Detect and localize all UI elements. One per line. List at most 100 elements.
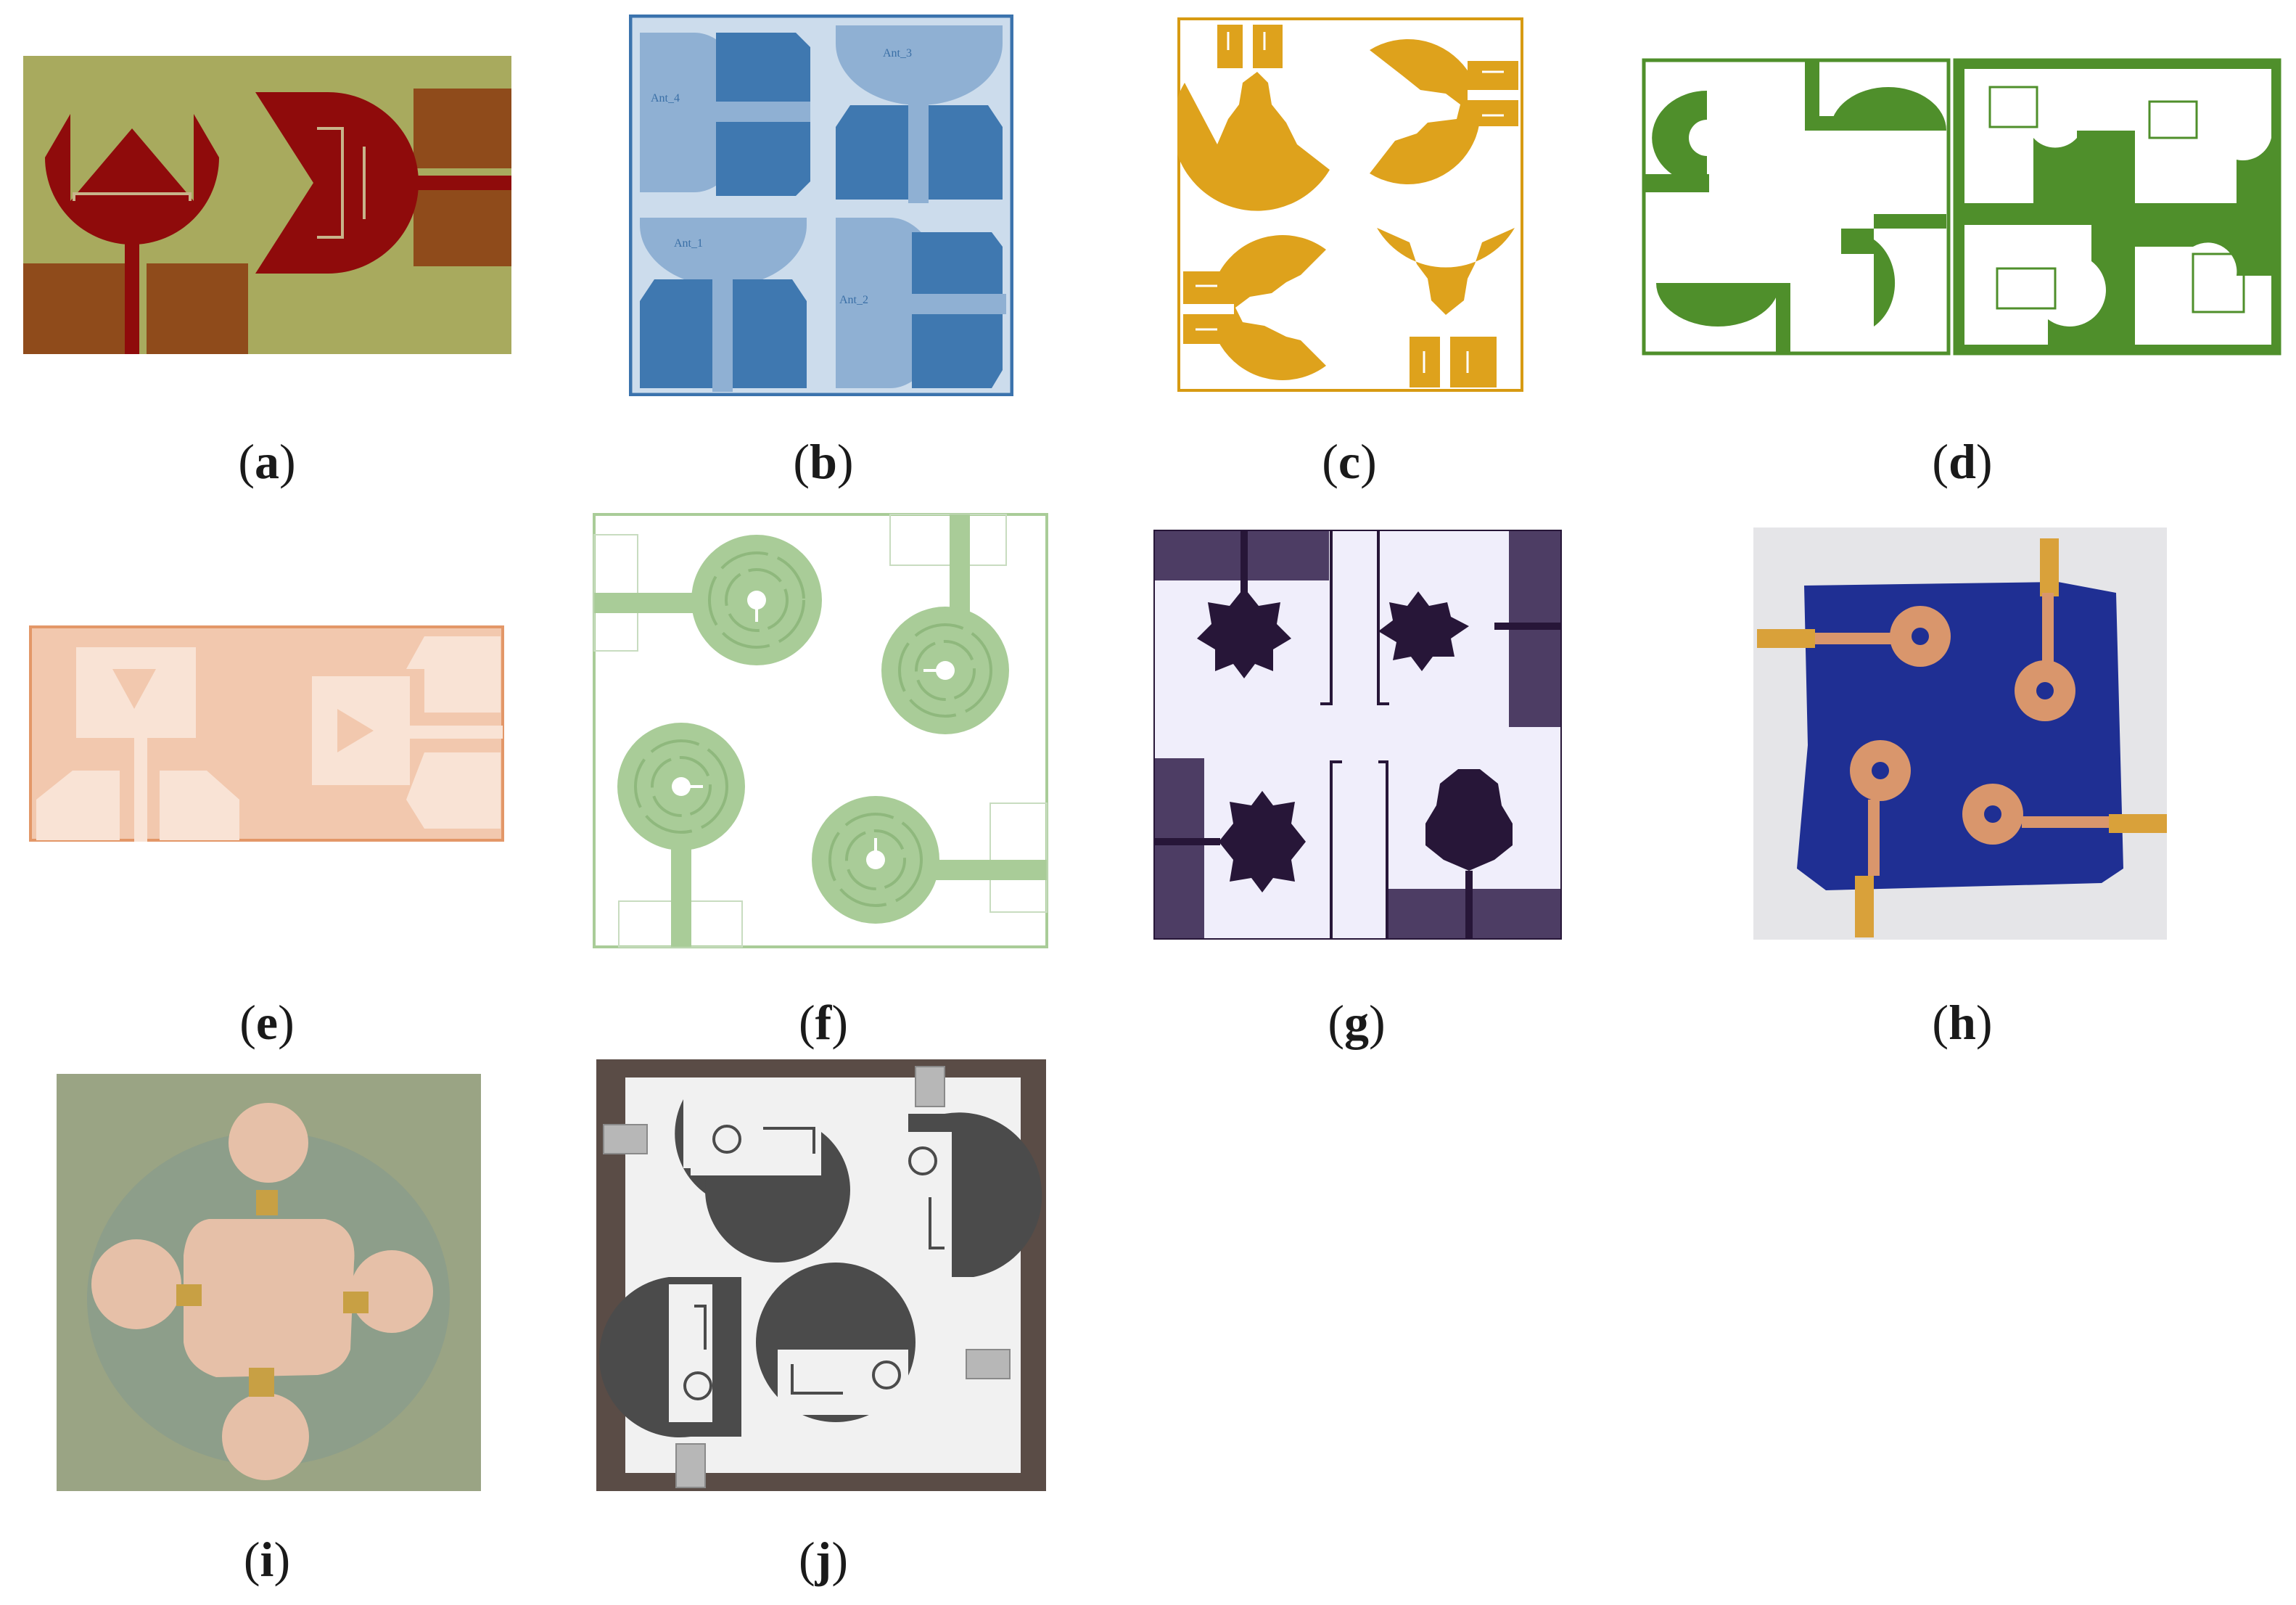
ground-cutout-4 <box>2135 242 2271 345</box>
panel-g <box>1153 530 1562 940</box>
antenna-layout-e <box>29 625 504 842</box>
label-ant-3: Ant_3 <box>883 47 912 59</box>
panel-i <box>57 1074 481 1491</box>
substrate <box>1153 530 1562 940</box>
ground-e-left-2 <box>160 771 239 840</box>
caption-i: (i) <box>243 1532 291 1587</box>
caption-letter: h <box>1949 995 1976 1050</box>
fabricated-prototype-h <box>1753 528 2167 940</box>
ground-ant-1 <box>640 279 807 388</box>
label-ant-4: Ant_4 <box>651 92 680 104</box>
caption-letter: i <box>260 1532 274 1587</box>
panel-f <box>593 513 1048 948</box>
antenna-layout-a <box>23 56 511 354</box>
caption-letter: f <box>815 995 832 1050</box>
feed-ant-2 <box>890 294 1006 314</box>
ground-g-4 <box>1387 889 1560 938</box>
antenna-layout-d <box>1642 58 2281 356</box>
element-top-left <box>1177 25 1330 211</box>
slot-ring-3 <box>1996 267 2057 310</box>
spiral-element-2 <box>881 607 1009 734</box>
caption-letter: e <box>255 995 279 1050</box>
panel-j <box>596 1059 1046 1491</box>
antenna-layout-f <box>593 513 1048 948</box>
ground-e-left-1 <box>36 771 120 840</box>
radiator-left <box>45 114 219 245</box>
flower-radiator-3 <box>1219 791 1306 892</box>
slot-ring-1 <box>1988 86 2038 128</box>
copper-element-slots <box>1872 628 2054 823</box>
element-d-3 <box>1874 239 1896 327</box>
element-d-4 <box>1656 283 1779 327</box>
slot-left <box>73 192 192 201</box>
caption-a: (a) <box>238 434 296 489</box>
caption-e: (e) <box>239 995 295 1050</box>
panel-a <box>23 56 511 354</box>
ground-e-right-2 <box>406 752 501 829</box>
triangle-slot-right <box>337 709 374 752</box>
spiral-element-4 <box>812 796 939 924</box>
caption-letter: b <box>810 434 837 489</box>
feed-e-left <box>134 734 147 842</box>
panel-h <box>1753 528 2167 940</box>
textile-substrate <box>1797 582 2123 890</box>
feed-line-right <box>400 176 511 190</box>
triangle-slot-left <box>112 669 156 709</box>
element-d-1 <box>1652 91 1707 185</box>
sma-connector-left <box>1757 629 1815 648</box>
caption-letter: c <box>1338 434 1361 489</box>
feed-g-2 <box>1494 623 1560 630</box>
label-ant-1: Ant_1 <box>674 237 703 250</box>
caption-letter: g <box>1344 995 1369 1050</box>
antenna-layout-b: Ant_4 Ant_3 Ant_1 Ant_2 <box>629 15 1013 396</box>
ground-ant-2 <box>912 232 1003 388</box>
patch-ant-1 <box>640 218 807 287</box>
spiral-element-3 <box>617 723 745 850</box>
ground-plane-top <box>413 89 511 168</box>
flower-radiator-4 <box>1425 769 1513 871</box>
sma-connector-top <box>2040 538 2059 596</box>
antenna-layout-g <box>1153 530 1562 940</box>
ground-ant-3 <box>836 105 1003 200</box>
panel-e <box>29 625 504 842</box>
flower-radiator-2 <box>1378 591 1469 671</box>
feed-d-3-line <box>1874 214 1946 229</box>
slot-ring-2 <box>2148 100 2198 139</box>
caption-f: (f) <box>799 995 848 1050</box>
element-d-2 <box>1830 87 1946 131</box>
element-bottom-left <box>1183 235 1326 380</box>
sma-connectors <box>603 1066 1011 1488</box>
ground-g-3 <box>1155 758 1204 938</box>
feed-d-1 <box>1644 174 1709 192</box>
patch-ant-3 <box>836 25 1003 105</box>
sma-connector-right <box>2109 814 2167 833</box>
ground-plane-right <box>147 263 248 354</box>
feed-g-3 <box>1155 838 1220 845</box>
slot-right <box>317 127 344 239</box>
ground-e-right-1 <box>406 636 501 713</box>
ground-ant-4 <box>716 33 810 196</box>
panel-d <box>1642 58 2281 356</box>
sma-connector-bottom <box>1855 876 1874 937</box>
copper-radiators <box>91 1103 433 1480</box>
fabricated-prototype-j <box>596 1059 1046 1491</box>
feed-g-1 <box>1240 531 1248 604</box>
radiator-right <box>255 92 419 274</box>
caption-b: (b) <box>793 434 854 489</box>
element-bottom-right <box>1377 228 1515 387</box>
board-partitions <box>1320 531 1389 938</box>
feed-f-1 <box>594 593 710 613</box>
slot-rings <box>683 1125 945 1400</box>
caption-letter: d <box>1949 434 1976 489</box>
feed-d-3 <box>1841 214 1874 254</box>
feed-line-left <box>125 237 139 354</box>
panel-b: Ant_4 Ant_3 Ant_1 Ant_2 <box>629 15 1013 396</box>
feed-ant-4 <box>694 102 810 122</box>
feed-ant-1 <box>712 254 733 392</box>
label-ant-2: Ant_2 <box>839 294 868 306</box>
feed-ant-3 <box>908 102 929 203</box>
ground-plane-left <box>23 263 132 354</box>
connectors <box>176 1190 369 1397</box>
ground-plane-bottom <box>413 183 511 266</box>
caption-j: (j) <box>799 1532 848 1587</box>
